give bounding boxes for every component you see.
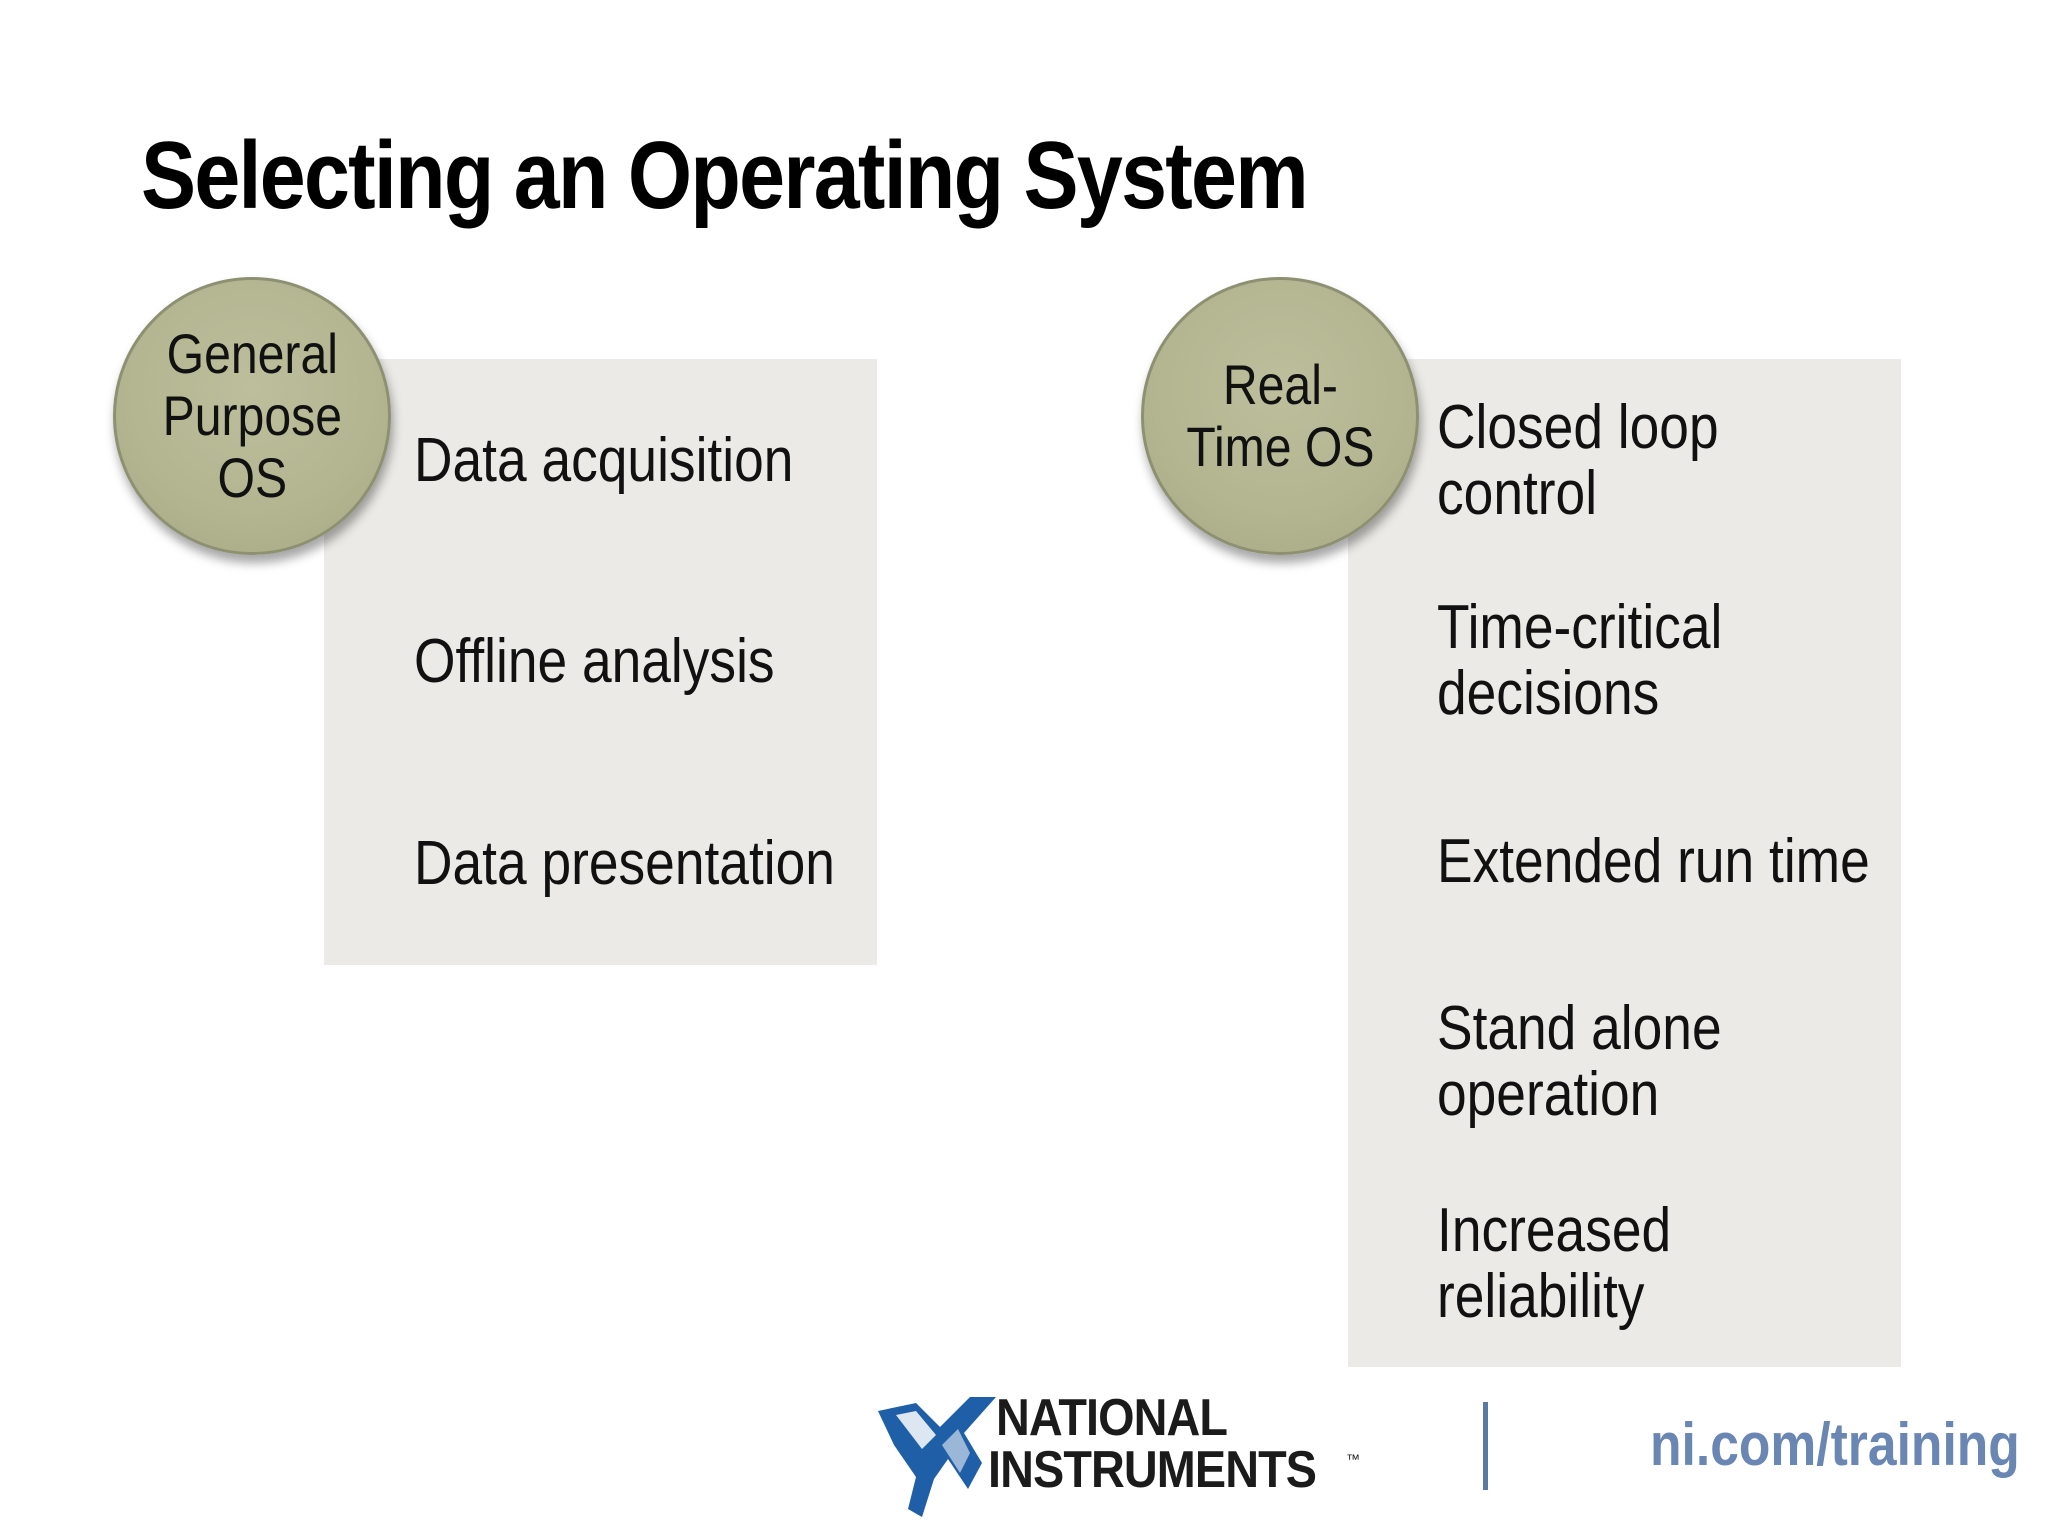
real-time-badge: Real- Time OS xyxy=(1141,277,1419,555)
training-link[interactable]: ni.com/training xyxy=(1650,1411,2020,1478)
general-purpose-badge-label: General Purpose OS xyxy=(162,322,342,509)
gp-item-offline-analysis: Offline analysis xyxy=(414,627,775,696)
gp-item-data-presentation: Data presentation xyxy=(414,829,835,898)
rt-item-increased-reliability: Increased reliability xyxy=(1437,1196,1672,1331)
national-instruments-logo: NATIONAL INSTRUMENTS ™ xyxy=(878,1389,1360,1523)
real-time-badge-label: Real- Time OS xyxy=(1185,353,1375,478)
real-time-panel xyxy=(1348,359,1901,1367)
rt-item-stand-alone-operation: Stand alone operation xyxy=(1437,994,1722,1129)
slide-title: Selecting an Operating System xyxy=(141,122,1309,229)
gp-item-data-acquisition: Data acquisition xyxy=(414,426,794,495)
rt-item-extended-run-time: Extended run time xyxy=(1437,827,1870,896)
footer-divider xyxy=(1483,1402,1488,1490)
ni-eagle-logo-icon xyxy=(878,1397,996,1517)
general-purpose-panel xyxy=(324,359,877,965)
general-purpose-badge: General Purpose OS xyxy=(113,277,391,555)
rt-item-closed-loop-control: Closed loop control xyxy=(1437,393,1719,528)
rt-item-time-critical-decisions: Time-critical decisions xyxy=(1437,593,1723,728)
logo-line-instruments: INSTRUMENTS xyxy=(988,1441,1317,1499)
logo-line-national: NATIONAL xyxy=(996,1389,1228,1447)
logo-trademark: ™ xyxy=(1346,1451,1360,1467)
